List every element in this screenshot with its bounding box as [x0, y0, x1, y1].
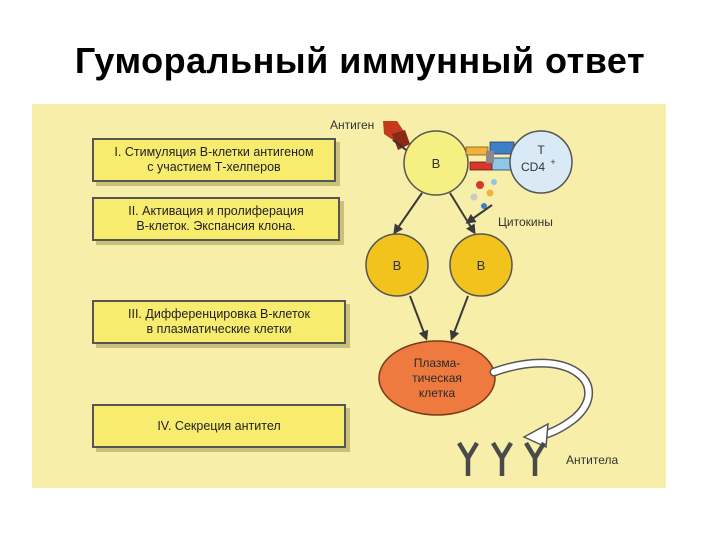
plasma-cell-label-2: тическая [412, 371, 462, 385]
antibody-icon-2 [491, 441, 513, 476]
t-cell [509, 130, 573, 194]
cytokine-dots-icon [470, 179, 497, 209]
b-cell-clone-left-label: В [393, 258, 402, 273]
stage-1-line2: с участием Т-хелперов [147, 160, 281, 174]
plasma-cell-label-1: Плазма- [414, 356, 461, 370]
antigen-label: Антиген [330, 118, 374, 132]
stage-2-line2: В-клеток. Экспансия клона. [136, 219, 296, 233]
b-cell-top [403, 130, 469, 196]
stage-1-box: I. Стимуляция В-клетки антигеном с участ… [92, 138, 336, 182]
t-cell-label: Т [537, 143, 545, 157]
arrow-left-clone-to-plasma [409, 295, 429, 341]
t-cell-cd4-sup: + [550, 157, 555, 167]
stage-3-box: III. Дифференцировка В-клеток в плазмати… [92, 300, 346, 344]
page-title: Гуморальный иммунный ответ [74, 40, 646, 81]
plasma-cell [378, 340, 496, 416]
cytokines-label: Цитокины [498, 215, 553, 229]
secretion-arrow [489, 358, 593, 449]
antibodies-label: Антитела [566, 453, 618, 467]
plasma-cell-label-3: клетка [419, 386, 456, 400]
antibody-icon-3 [524, 441, 546, 476]
b-cell-top-label: В [432, 156, 441, 171]
stage-3-line2: в плазматические клетки [146, 322, 292, 336]
b-cell-clone-right-label: В [477, 258, 486, 273]
arrow-b-to-left-clone [393, 192, 423, 235]
arrow-right-clone-to-plasma [449, 295, 469, 341]
b-cell-clone-left [365, 233, 429, 297]
antibody-icon-1 [457, 441, 479, 476]
cytokine-arrow [465, 204, 493, 224]
t-cell-cd4-label: CD4 [521, 160, 545, 174]
stage-3-line1: III. Дифференцировка В-клеток [128, 307, 310, 321]
stage-4-line1: IV. Секреция антител [157, 418, 281, 433]
stage-2-line1: II. Активация и пролиферация [128, 204, 304, 218]
stage-4-box: IV. Секреция антител [92, 404, 346, 448]
arrow-b-to-right-clone [449, 192, 476, 235]
b-cell-clone-right [449, 233, 513, 297]
stage-2-box: II. Активация и пролиферация В-клеток. Э… [92, 197, 340, 241]
stage-1-line1: I. Стимуляция В-клетки антигеном [114, 145, 314, 159]
receptor-complex-icon [465, 141, 517, 171]
